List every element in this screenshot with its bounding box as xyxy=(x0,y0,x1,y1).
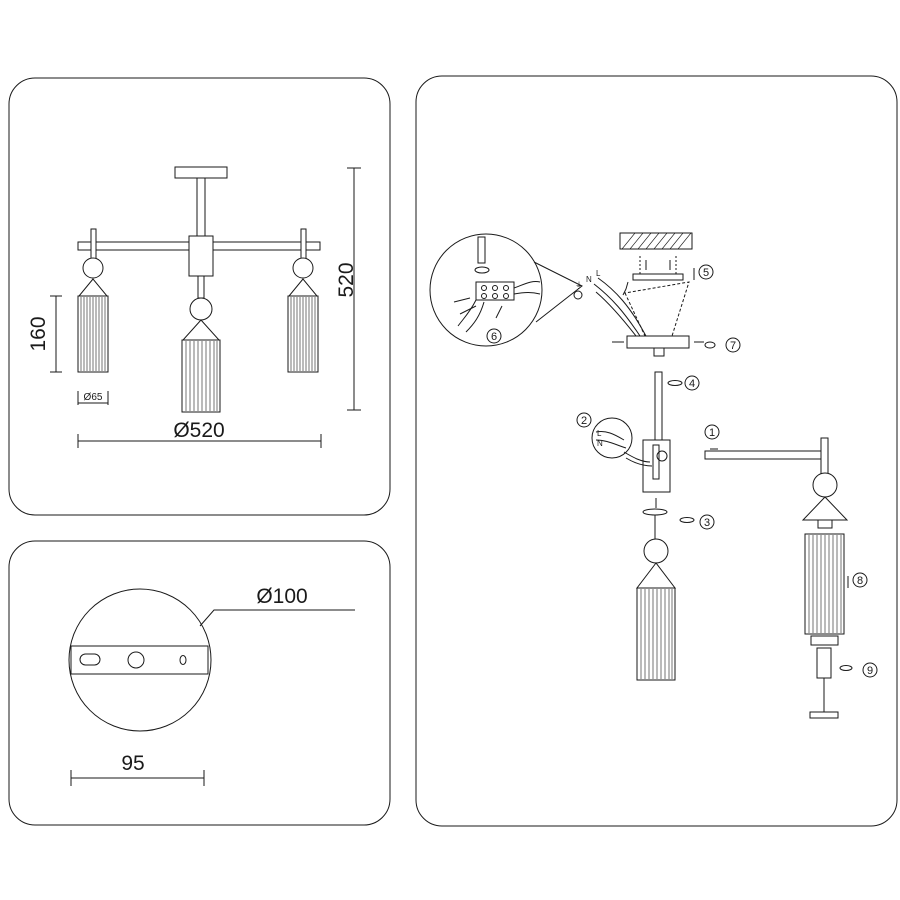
center-pendant-ball xyxy=(189,297,213,321)
wire-live-label: L xyxy=(596,269,601,278)
center-pendant-shade xyxy=(181,339,221,413)
step-arrows xyxy=(667,268,853,671)
step-badge-8 xyxy=(852,572,868,588)
step-badge-4 xyxy=(684,375,700,391)
step-badge-9 xyxy=(862,662,878,678)
stem-assembly xyxy=(591,371,671,516)
step-badge-2 xyxy=(576,412,592,428)
left-pendant-ball xyxy=(82,257,104,279)
canopy-base xyxy=(626,335,690,349)
right-pendant-ball xyxy=(292,257,314,279)
wire-earth-label: ⏚ xyxy=(575,281,583,290)
shade-diameter-label: Ø65 xyxy=(84,392,103,403)
central-stem xyxy=(196,177,206,237)
bracket-slot xyxy=(79,653,101,666)
step-badge-6 xyxy=(486,328,502,344)
height-total-label: 520 xyxy=(335,262,358,297)
step-number-7: 7 xyxy=(730,340,736,352)
center-drop-stem xyxy=(197,275,205,299)
right-arm-post xyxy=(300,228,307,260)
panel-assembly-frame xyxy=(415,75,898,827)
panel-dimensions-frame xyxy=(8,77,391,516)
canopy-detail xyxy=(68,588,355,786)
center-hub xyxy=(188,235,214,277)
canopy-diameter-label: Ø100 xyxy=(256,585,307,608)
arm-tube xyxy=(704,450,826,460)
span-diameter-label: Ø520 xyxy=(173,419,224,442)
step-number-4: 4 xyxy=(689,378,695,390)
ceiling-canopy xyxy=(174,166,228,179)
center-pendant-cone xyxy=(181,319,221,341)
step-badge-1 xyxy=(704,424,720,440)
assembled-pendant xyxy=(635,515,677,681)
panel-canopy-frame xyxy=(8,540,391,826)
canopy-circle xyxy=(68,588,212,732)
ceiling-hatch xyxy=(619,232,693,250)
left-arm-post xyxy=(90,228,97,260)
bracket-width-label: 95 xyxy=(121,752,144,775)
diameter-leader xyxy=(199,609,355,627)
step-number-1: 1 xyxy=(709,427,715,439)
wiring-magnifier xyxy=(429,233,583,347)
canopy-cover-outline xyxy=(624,281,690,337)
dimension-lines xyxy=(50,167,361,448)
exploded-arm-pendant xyxy=(704,437,849,719)
step-number-5: 5 xyxy=(703,267,709,279)
shade-height-label: 160 xyxy=(27,316,50,351)
bracket-screw-hole xyxy=(179,655,187,665)
left-pendant-cone xyxy=(77,278,109,297)
bracket-center-hole xyxy=(127,651,145,669)
step-badge-3 xyxy=(699,514,715,530)
right-pendant-cone xyxy=(287,278,319,297)
connector-label-b: N xyxy=(597,439,603,448)
step-number-2: 2 xyxy=(581,415,587,427)
stem-rod xyxy=(654,371,663,441)
step-number-9: 9 xyxy=(867,665,873,677)
step-badge-7 xyxy=(725,337,741,353)
wire-neutral-label: N xyxy=(586,275,592,284)
earth-screw xyxy=(573,290,583,300)
canopy-bracket xyxy=(632,273,684,281)
step-badge-5 xyxy=(698,264,714,280)
fixture-front-view xyxy=(77,166,321,413)
step-number-8: 8 xyxy=(857,575,863,587)
step-number-6: 6 xyxy=(491,331,497,343)
canopy-mounting xyxy=(573,256,704,357)
step-number-3: 3 xyxy=(704,517,710,529)
connector-label-a: L xyxy=(597,429,602,438)
